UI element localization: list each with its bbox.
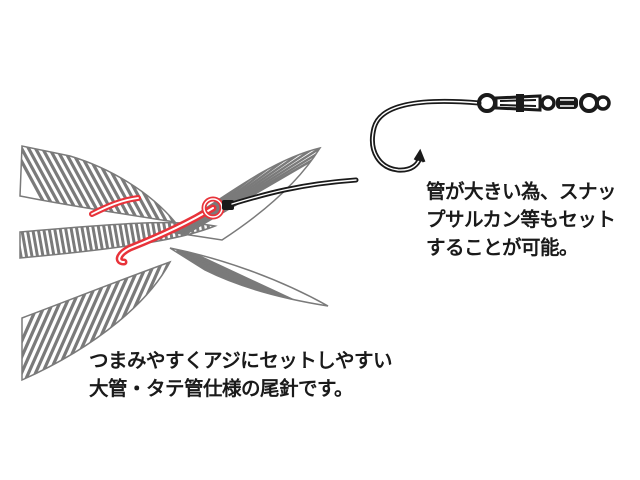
fin-stripe — [43, 146, 97, 222]
caption-line: 大管・タテ管仕様の尾針です。 — [89, 377, 354, 400]
fin-stripe — [113, 146, 167, 222]
fin-stripe — [99, 146, 153, 222]
fin-stripe — [174, 248, 328, 306]
fin-stripe — [92, 146, 146, 222]
hook-with-swivel — [370, 93, 611, 173]
caption-large-eye-swivel: 管が大きい為、スナッ プサルカン等もセット することが可能。 — [426, 178, 617, 262]
fin-stripe — [78, 146, 132, 222]
snap-icon — [494, 94, 542, 112]
fin-stripe — [71, 146, 125, 222]
caption-tail-hook: つまみやすくアジにセットしやすい 大管・タテ管仕様の尾針です。 — [89, 347, 393, 403]
swivel-icon — [540, 93, 611, 113]
caption-line: つまみやすくアジにセットしやすい — [89, 349, 393, 372]
fin-stripe — [22, 146, 76, 222]
fin-stripe — [224, 222, 231, 262]
tail-upper-lobe — [173, 148, 320, 240]
tail-lower-lobe — [173, 248, 328, 306]
fin-stripe — [134, 146, 175, 222]
fin-stripe — [46, 222, 57, 258]
caption-line: プサルカン等もセット — [426, 208, 616, 231]
fin-stripe — [20, 222, 24, 258]
fin-stripe — [64, 146, 118, 222]
fin-stripe — [174, 148, 320, 240]
rigged-hook — [89, 177, 359, 266]
fin-stripe — [85, 146, 139, 222]
caption-line: 管が大きい為、スナッ — [426, 180, 617, 203]
fin-stripe — [211, 222, 215, 258]
fin-stripe — [219, 222, 226, 262]
fin-stripe — [230, 222, 237, 262]
caption-line: することが可能。 — [426, 236, 579, 259]
fin-stripe — [57, 146, 111, 222]
